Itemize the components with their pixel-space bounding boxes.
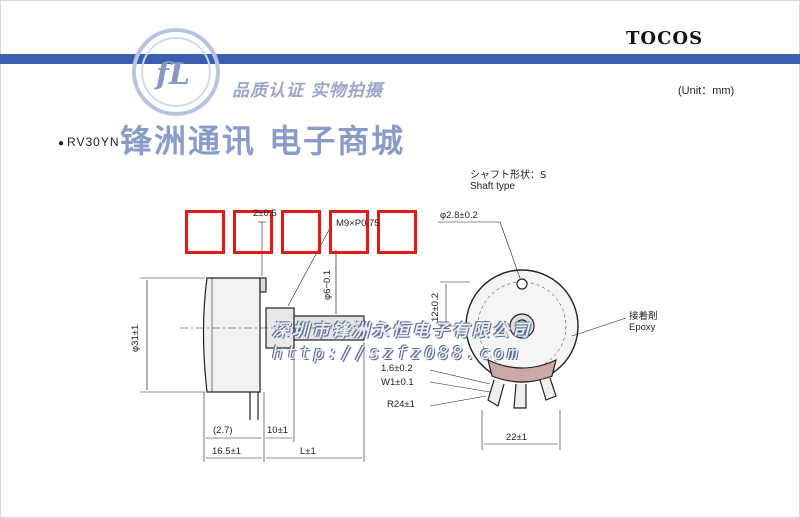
front-view-terminal [513, 383, 527, 409]
dim-label: 16.5±1 [212, 446, 241, 457]
front-view-terminal-block [487, 358, 557, 383]
watermark-box [329, 210, 369, 254]
dim-label: 10±1 [267, 425, 289, 436]
watermark-box [185, 210, 225, 254]
model-label: ●RV30YN [58, 135, 120, 149]
front-view-terminal [539, 377, 557, 401]
dim-label: (2.7) [213, 425, 233, 436]
watermark-logo-icon: fL [132, 28, 220, 116]
dim-label: φ31±1 [130, 324, 141, 352]
svg-text:fL: fL [154, 57, 190, 92]
side-view-lug [259, 277, 267, 293]
dim-label: R24±1 [387, 399, 415, 410]
unit-label: (Unit：mm) [678, 85, 735, 97]
dim-label: 22±1 [506, 432, 528, 443]
shaft-type-label-en: Shaft type [470, 181, 516, 192]
dim-label: L±1 [300, 446, 316, 457]
dim-label: W1±0.1 [381, 377, 414, 388]
dim-label: φ6−0.1 [322, 269, 333, 300]
front-view-locator [516, 278, 528, 290]
watermark-company-text: 深圳市锋洲永恒电子有限公司 [272, 321, 532, 341]
brand-logo-text: TOCOS [626, 28, 704, 49]
dim-label: 2±0.5 [253, 208, 277, 219]
dim-label: 1.6±0.2 [381, 363, 413, 374]
watermark-url-text: http://szfz088.com [272, 343, 522, 364]
dim-label: φ2.8±0.2 [440, 210, 478, 221]
watermark-box [377, 210, 417, 254]
watermark-shop-text: 锋洲通讯 电子商城 [120, 122, 406, 160]
bullet-icon: ● [58, 138, 66, 149]
front-view-terminal [487, 379, 505, 407]
watermark-cert-text: 品质认证 实物拍摄 [232, 81, 383, 101]
model-number: RV30YN [67, 135, 120, 149]
dim-label: M9×P0.75 [336, 218, 380, 229]
watermark-box [233, 210, 273, 254]
side-view-body [202, 277, 261, 393]
dim-label: Epoxy [629, 322, 656, 333]
dim-label: 接着剤 [629, 311, 658, 322]
header-bar [0, 54, 800, 64]
watermark-box [281, 210, 321, 254]
shaft-type-label-jp: シャフト形状：S [470, 170, 547, 181]
watermark-red-boxes [185, 210, 417, 254]
